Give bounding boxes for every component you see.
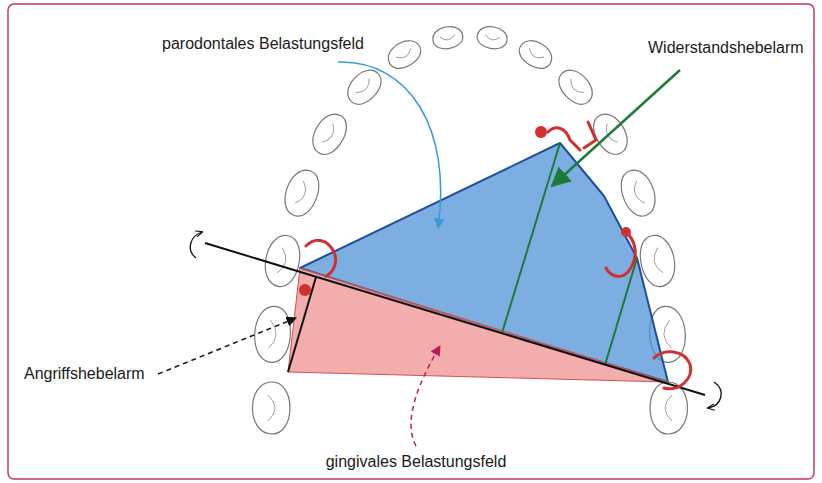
attack-lever <box>288 277 316 372</box>
tooth <box>253 305 292 363</box>
tooth <box>515 35 557 73</box>
leader-arrow <box>552 70 680 186</box>
tooth <box>306 108 353 160</box>
callout-label: Widerstandshebelarm <box>646 38 806 57</box>
callout-label: parodontales Belastungsfeld <box>160 34 366 53</box>
resistance-lever <box>502 143 560 333</box>
rotation-arrow <box>190 232 202 258</box>
leader-arrow <box>158 318 296 374</box>
tooth <box>383 35 425 73</box>
rotation-axis <box>205 243 705 395</box>
leader-arrow <box>338 62 441 228</box>
tooth <box>475 24 509 51</box>
callout-label: Angriffshebelarm <box>22 364 147 383</box>
rest-dot <box>299 126 631 296</box>
frame <box>8 4 814 479</box>
tooth <box>431 24 465 51</box>
tooth <box>615 165 661 220</box>
dental-arch <box>253 24 688 434</box>
leader-arrow <box>411 346 440 446</box>
tooth <box>253 382 291 434</box>
rotation-arrow <box>708 382 721 408</box>
tooth <box>279 165 325 220</box>
tooth <box>261 232 304 289</box>
clasp <box>306 122 691 389</box>
callout-label: gingivales Belastungsfeld <box>324 452 509 471</box>
tooth <box>553 64 599 110</box>
